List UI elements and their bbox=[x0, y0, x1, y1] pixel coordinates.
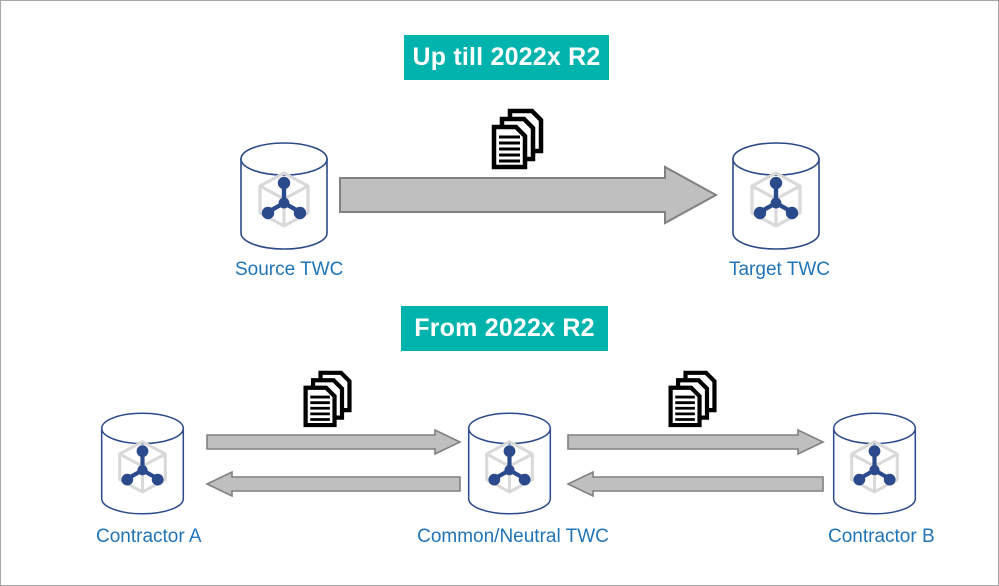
node-contractor-b: Contractor B bbox=[828, 411, 935, 556]
node-label-contractor-a: Contractor A bbox=[96, 526, 202, 547]
document-stack-icon-bottom-left bbox=[300, 369, 356, 428]
database-cylinder-icon bbox=[96, 411, 189, 516]
banner-from-2022x-r2: From 2022x R2 bbox=[401, 306, 608, 351]
node-label-common-neutral-twc: Common/Neutral TWC bbox=[417, 526, 609, 547]
database-cylinder-icon bbox=[828, 411, 921, 516]
banner-up-till-2022x-r2: Up till 2022x R2 bbox=[404, 35, 609, 80]
node-contractor-a: Contractor A bbox=[96, 411, 202, 556]
document-stack-icon-top bbox=[488, 107, 548, 170]
arrow-common-to-contractor-a bbox=[205, 470, 461, 498]
arrow-source-to-target bbox=[339, 165, 719, 225]
database-cylinder-icon bbox=[463, 411, 556, 516]
node-label-target-twc: Target TWC bbox=[728, 259, 830, 280]
node-label-source-twc: Source TWC bbox=[235, 259, 344, 280]
banner-bottom-label: From 2022x R2 bbox=[414, 314, 595, 342]
banner-top-label: Up till 2022x R2 bbox=[412, 43, 601, 71]
arrow-contractor-b-to-common bbox=[566, 470, 824, 498]
node-label-contractor-b: Contractor B bbox=[828, 526, 935, 547]
node-common-neutral-twc: Common/Neutral TWC bbox=[417, 411, 609, 556]
node-target-twc: Target TWC bbox=[727, 141, 832, 286]
document-stack-icon-bottom-right bbox=[665, 369, 721, 428]
database-cylinder-icon bbox=[235, 141, 333, 251]
arrow-common-to-contractor-b bbox=[567, 428, 825, 456]
node-source-twc: Source TWC bbox=[235, 141, 344, 286]
arrow-contractor-a-to-common bbox=[206, 428, 462, 456]
database-cylinder-icon bbox=[727, 141, 825, 251]
